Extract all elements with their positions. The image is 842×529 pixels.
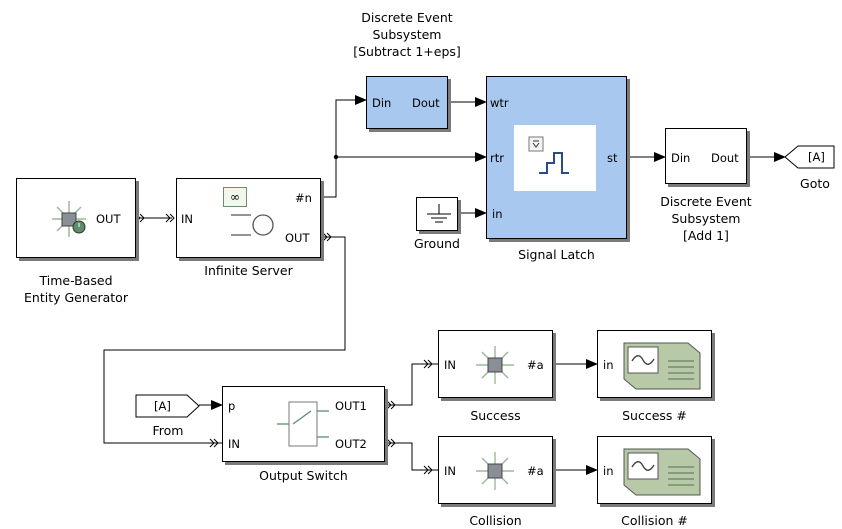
latch-in-port: in xyxy=(492,207,503,221)
collision-entity-icon xyxy=(476,452,514,490)
latch-staircase-icon xyxy=(528,136,569,174)
ground-label: Ground xyxy=(414,236,460,251)
des-sub-din-port: Din xyxy=(372,96,392,110)
des-add-din-port: Din xyxy=(671,151,691,165)
switch-out1-port: OUT1 xyxy=(335,399,367,413)
scope-icon xyxy=(623,342,701,390)
from-tag-shape[interactable] xyxy=(135,394,201,418)
success-entity-icon xyxy=(476,346,514,384)
time-based-entity-generator-block[interactable]: OUT xyxy=(16,178,136,258)
collision-in-port: IN xyxy=(444,464,456,478)
collision-a-port: #a xyxy=(527,464,544,478)
server-out-port: OUT xyxy=(285,231,310,245)
wire-n-to-des xyxy=(321,95,367,198)
collision-num-label: Collision # xyxy=(621,513,688,528)
server-n-port: #n xyxy=(295,191,312,205)
server-label: Infinite Server xyxy=(204,263,293,278)
infinity-icon: ∞ xyxy=(223,187,247,207)
des-sub-dout-port: Dout xyxy=(412,96,440,110)
success-num-scope-block[interactable]: in xyxy=(597,330,712,398)
success-block[interactable]: IN #a xyxy=(438,330,553,398)
signal-latch-block[interactable]: wtr rtr in st xyxy=(486,76,627,239)
success-num-label: Success # xyxy=(622,408,687,423)
success-a-port: #a xyxy=(527,358,544,372)
success-num-in-port: in xyxy=(603,358,614,372)
scope-icon xyxy=(623,448,701,496)
from-label: From xyxy=(152,423,184,438)
collision-label: Collision xyxy=(469,513,522,528)
entity-generator-icon xyxy=(52,201,86,237)
wire-out1-success xyxy=(385,363,438,406)
entity-port-markers xyxy=(135,213,433,475)
ground-block[interactable] xyxy=(416,197,458,231)
latch-rtr-port: rtr xyxy=(490,151,504,165)
latch-icon-panel xyxy=(514,125,596,191)
goto-label: Goto xyxy=(800,176,830,191)
collision-block[interactable]: IN #a xyxy=(438,436,553,504)
wire-server-switch xyxy=(103,236,346,444)
generator-label: Time-Based Entity Generator xyxy=(24,273,128,305)
goto-tag-text: [A] xyxy=(808,150,825,164)
goto-tag-shape[interactable] xyxy=(784,145,836,169)
switch-p-port: p xyxy=(228,399,236,413)
server-in-port: IN xyxy=(181,212,193,226)
wire-out2-collision xyxy=(385,442,438,471)
generator-out-port: OUT xyxy=(96,212,121,226)
switch-in-port: IN xyxy=(228,437,240,451)
collision-num-scope-block[interactable]: in xyxy=(597,436,712,504)
signal-latch-label: Signal Latch xyxy=(518,247,595,262)
output-switch-block[interactable]: p IN OUT1 OUT2 xyxy=(222,386,385,462)
des-add-block[interactable]: Din Dout xyxy=(665,128,747,184)
des-add-label: Discrete Event Subsystem [Add 1] xyxy=(660,194,752,243)
infinite-server-block[interactable]: IN #n OUT ∞ xyxy=(176,178,321,258)
switch-out2-port: OUT2 xyxy=(335,437,367,451)
output-switch-label: Output Switch xyxy=(259,468,348,483)
success-in-port: IN xyxy=(444,358,456,372)
switch-icon xyxy=(277,401,329,447)
server-queue-icon xyxy=(231,214,274,236)
des-add-dout-port: Dout xyxy=(711,151,739,165)
junction-dot xyxy=(333,154,339,160)
latch-st-port: st xyxy=(607,151,618,165)
ground-icon xyxy=(427,204,451,223)
des-subtract-block[interactable]: Din Dout xyxy=(366,76,448,129)
des-subtract-label: Discrete Event Subsystem [Subtract 1+eps… xyxy=(353,10,461,59)
from-tag-text: [A] xyxy=(154,399,171,413)
latch-wtr-port: wtr xyxy=(490,96,509,110)
collision-num-in-port: in xyxy=(603,464,614,478)
success-label: Success xyxy=(470,408,521,423)
